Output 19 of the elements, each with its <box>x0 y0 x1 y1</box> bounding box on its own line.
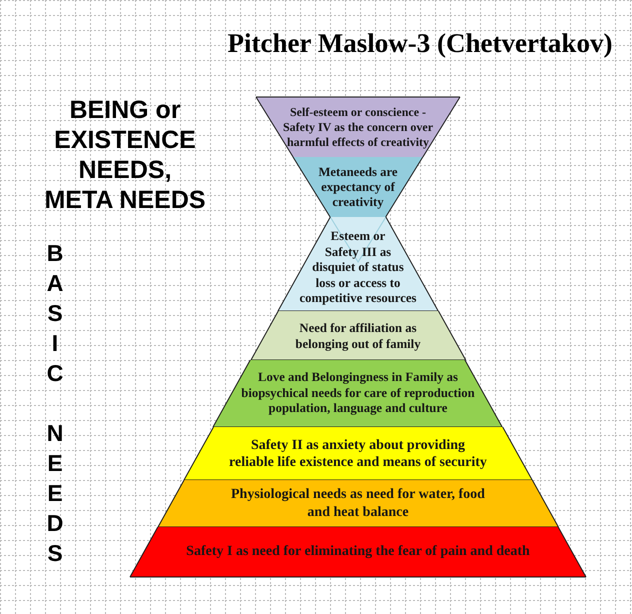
tier-label: Metaneeds are expectancy of creativity <box>318 164 398 208</box>
tier-label: Safety I as need for eliminating the fear of pain and death <box>186 544 530 559</box>
tier-label: Esteem or Safety III as disquiet of status loss or access to competitive resources <box>300 229 416 305</box>
title: Pitcher Maslow-3 (Chetvertakov) <box>228 28 612 58</box>
pyramid-tier <box>278 217 438 311</box>
tier-label: Physiological needs as need for water, food and heat balance <box>231 486 485 520</box>
tier-label: Safety II as anxiety about providing reliable life existence and means of security <box>229 438 487 470</box>
pyramid-tier <box>184 427 532 480</box>
funnel-tier <box>256 97 460 157</box>
tier-label: Love and Belongingness in Family as biopsychical needs for care of reproduction population, language and culture <box>241 370 475 416</box>
tier-label: Self-esteem or conscience - Safety IV as the concern over harmful effects of creativity <box>282 104 434 148</box>
pyramid-tier <box>250 311 466 360</box>
pyramid-tier <box>130 527 586 577</box>
pyramid-tier <box>158 480 558 527</box>
vertical-heading: BASIC NEEDS <box>46 239 64 568</box>
funnel-tier <box>293 157 423 217</box>
pyramid-tier <box>213 360 503 427</box>
tier-label: Need for affiliation as belonging out of family <box>295 320 421 350</box>
side-heading: BEING or EXISTENCE NEEDS, META NEEDS <box>43 95 207 215</box>
